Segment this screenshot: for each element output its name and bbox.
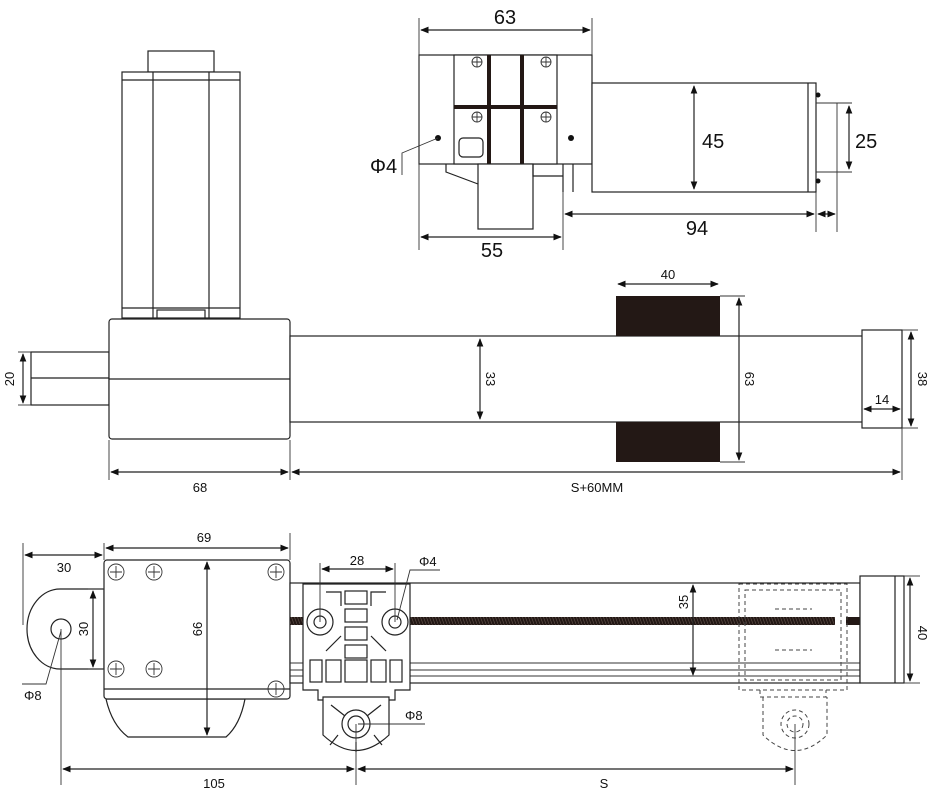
end-block (859, 575, 905, 684)
rear-lug (26, 588, 105, 670)
top-view: 63 45 25 94 55 Φ4 (370, 7, 877, 262)
dim-label: S+60MM (571, 480, 623, 495)
screw-icon (471, 56, 552, 123)
dim-label: 63 (494, 7, 516, 29)
carriage-extended-ghost (738, 583, 848, 751)
dim-label: S (600, 776, 609, 791)
bottom-view: 30 69 30 66 Φ8 28 Φ4 Φ8 35 40 105 S (22, 530, 930, 791)
end-block (861, 329, 903, 429)
dim-label: 55 (481, 240, 503, 262)
dim-label: 14 (875, 392, 889, 407)
lead-screw (290, 617, 835, 625)
dim-label: 69 (197, 530, 211, 545)
dim-label: 25 (855, 131, 877, 153)
carriage (302, 583, 411, 752)
dim-label: 38 (915, 372, 930, 386)
clamp-top (616, 296, 720, 336)
dim-label: 105 (203, 776, 225, 791)
clamp-bottom (616, 422, 720, 462)
outer-tube (289, 335, 866, 423)
dim-label: Φ4 (419, 554, 437, 569)
dim-label: 40 (915, 626, 930, 640)
screw-icon (107, 563, 285, 698)
dim-label: 40 (661, 267, 675, 282)
dim-label: 30 (76, 622, 91, 636)
dim-label: 28 (350, 553, 364, 568)
dim-label: 35 (676, 595, 691, 609)
dim-label: 68 (193, 480, 207, 495)
dim-label: 66 (190, 622, 205, 636)
dim-label: 45 (702, 131, 724, 153)
dim-label: 94 (686, 218, 708, 240)
dim-label: Φ8 (405, 708, 423, 723)
motor-body (591, 82, 852, 232)
dim-label: Φ4 (370, 156, 397, 178)
dim-label: 33 (483, 372, 498, 386)
dim-label: 20 (2, 372, 17, 386)
dim-label: 63 (742, 372, 757, 386)
dim-label: 30 (57, 560, 71, 575)
base-bracket (445, 163, 574, 230)
dim-label: Φ8 (24, 688, 42, 703)
gearbox-plate (418, 54, 593, 165)
side-view: 20 68 S+60MM 33 40 63 38 14 (2, 50, 930, 495)
motor-vertical (121, 50, 241, 319)
